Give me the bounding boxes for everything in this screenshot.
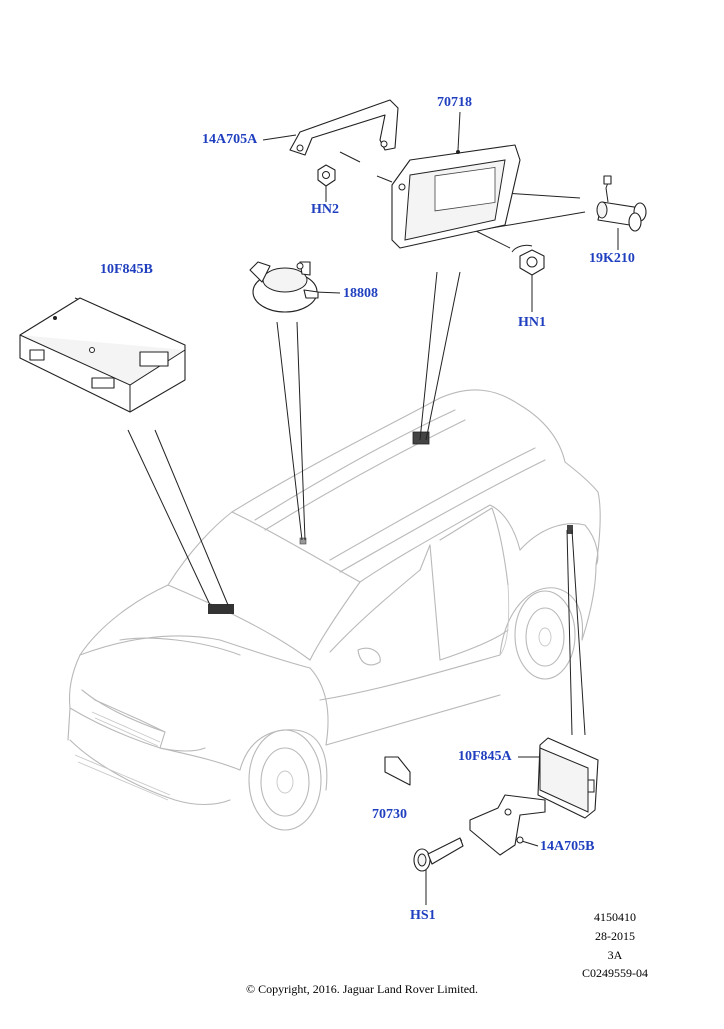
nut-HN2-drawing (317, 164, 336, 187)
sensor-18808-drawing (249, 261, 319, 313)
bracket-14A705B-drawing (469, 794, 546, 856)
label-14A705A: 14A705A (202, 132, 258, 147)
vehicle-outline (67, 389, 601, 831)
label-70730: 70730 (372, 807, 407, 822)
label-HS1: HS1 (410, 908, 436, 923)
label-18808: 18808 (343, 286, 378, 301)
part-19K210-drawing (596, 175, 647, 232)
label-14A705B: 14A705B (540, 839, 595, 854)
label-70718: 70718 (437, 95, 472, 110)
illustration-date: 28-2015 (595, 929, 635, 943)
leader-lines (74, 111, 619, 905)
screw-HS1-drawing (413, 837, 464, 872)
label-19K210: 19K210 (589, 251, 635, 266)
pad-70730-drawing (384, 756, 411, 786)
copyright-notice: © Copyright, 2016. Jaguar Land Rover Lim… (245, 982, 479, 996)
label-HN2: HN2 (311, 202, 339, 217)
bracket-14A705A-drawing (289, 99, 399, 156)
illustration-number: 4150410 (594, 910, 636, 924)
illustration-code: C0249559-04 (582, 966, 648, 980)
label-10F845B: 10F845B (100, 262, 153, 277)
label-10F845A: 10F845A (458, 749, 512, 764)
label-HN1: HN1 (518, 315, 546, 330)
nut-HN1-drawing (511, 244, 545, 276)
module-10F845A-drawing (537, 737, 599, 819)
illustration-revision: 3A (607, 948, 623, 962)
module-10F845B-drawing (19, 297, 186, 413)
module-70718-drawing (391, 144, 521, 249)
